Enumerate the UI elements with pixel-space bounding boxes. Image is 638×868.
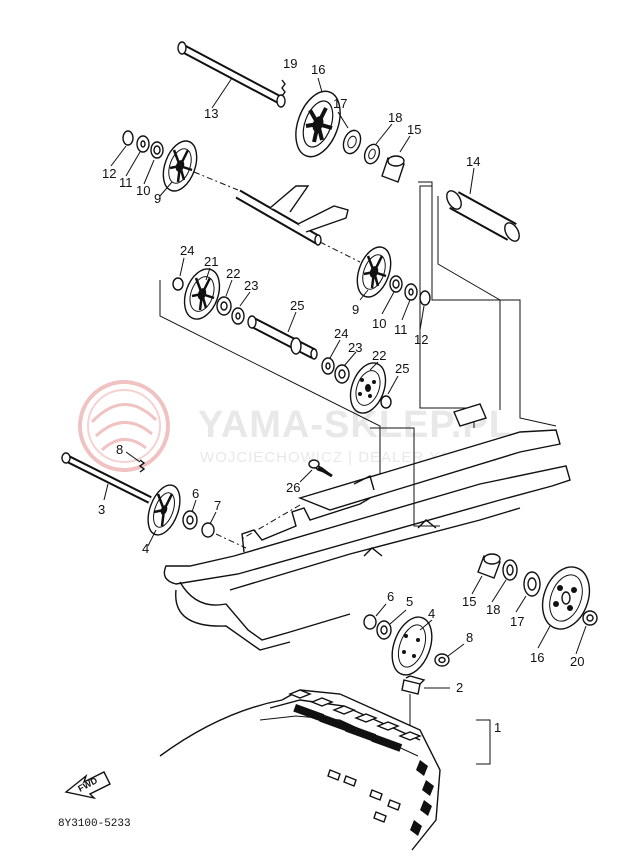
part-5-bearing-right [376,620,392,640]
part-11-washer-top-left [136,135,150,153]
callout-15-top: 15 [407,122,421,137]
part-22-collar-right [334,364,350,384]
callout-3: 3 [98,502,105,517]
callout-6-left: 7 [214,498,221,513]
part-5-bearing-left [182,510,198,530]
callout-19: 20 [570,654,584,669]
callout-22-left: 22 [226,266,240,281]
part-10-collar-mid-right [389,275,403,293]
callout-9-top: 9 [154,191,161,206]
part-9-wheel-mid-right [356,246,392,298]
watermark-logo [78,380,170,472]
part-17-bearing-bottom [523,571,541,597]
part-12-nut-top-left [122,130,134,146]
part-21-wheel-right [349,362,387,414]
callout-22-right: 23 [348,340,362,355]
part-13-shaft [177,41,286,108]
part-16-wheel-bottom [541,566,591,630]
part-8-pin [138,459,146,473]
callout-4-right: 4 [428,606,435,621]
part-20-pin [281,79,286,97]
diagram-code: 8Y3100-5233 [58,818,131,830]
callout-4-left: 4 [142,541,149,556]
callout-1: 1 [494,720,501,735]
callout-17-top: 17 [333,96,347,111]
callout-11-top: 11 [119,175,133,190]
part-19-nut [582,610,598,626]
callout-12-top: 12 [102,166,116,181]
part-24-nut-left [172,277,184,291]
callout-9-mid: 9 [352,302,359,317]
part-6-nut-right [363,614,377,630]
callout-6-right: 6 [387,589,394,604]
part-25-shaft [247,315,318,360]
part-14-tube [446,190,520,242]
part-15-spacer-bottom [477,553,501,579]
part-22-collar-left [216,296,232,316]
track-lugs [288,689,434,836]
callout-8: 8 [116,442,123,457]
callout-21-left: 21 [204,254,218,269]
part-15-spacer-top [381,155,405,183]
callout-10-mid: 10 [372,316,386,331]
part-18-collar-top [363,143,381,165]
callout-14: 14 [466,154,480,169]
callout-24-left: 24 [180,243,194,258]
callout-15-bottom: 15 [462,594,476,609]
callout-18-bottom: 18 [486,602,500,617]
part-26-bolt [308,459,333,478]
part-2-clip [401,675,426,695]
callout-23-right: 24 [334,326,348,341]
part-arm-bracket [235,185,349,246]
part-slide-rail-upper [297,403,561,511]
callout-24-right: 25 [395,361,409,376]
part-11-washer-mid-right [404,283,418,301]
part-12-nut-mid-right [419,290,431,306]
callout-21-right: 22 [372,348,386,363]
part-6-nut-left [201,522,215,538]
callout-25: 25 [290,298,304,313]
callout-23-left: 23 [244,278,258,293]
callout-18-top: 18 [388,110,402,125]
part-3-axle [61,452,152,504]
callout-12-mid: 12 [414,332,428,347]
callout-16-bottom: 16 [530,650,544,665]
callout-5-right: 5 [406,594,413,609]
callout-16-top: 16 [311,62,325,77]
callout-20: 19 [283,56,297,71]
callout-5-left: 6 [192,486,199,501]
fwd-arrow-icon: FWD [64,771,111,800]
part-7-nut [434,653,450,667]
part-21-wheel-left [183,268,221,320]
part-16-wheel-top [295,90,341,158]
part-10-collar-top-left [150,141,164,159]
part-18-collar-bottom [502,559,518,581]
callout-13: 13 [204,106,218,121]
part-4-wheel-right [391,616,433,676]
part-17-bearing-top [342,129,362,155]
part-9-wheel-top-left [162,140,198,192]
part-4-wheel-left [147,484,181,536]
part-23-washer-left [231,307,245,325]
callout-26: 26 [286,480,300,495]
callout-10-top: 10 [136,183,150,198]
callout-7: 8 [466,630,473,645]
callout-2: 2 [456,680,463,695]
callout-11-mid: 11 [394,322,408,337]
part-slide-rail-lower [163,465,571,651]
part-1-track [159,689,441,851]
callout-17-bottom: 17 [510,614,524,629]
part-23-washer-right [321,357,335,375]
part-24-nut-right [380,395,392,409]
